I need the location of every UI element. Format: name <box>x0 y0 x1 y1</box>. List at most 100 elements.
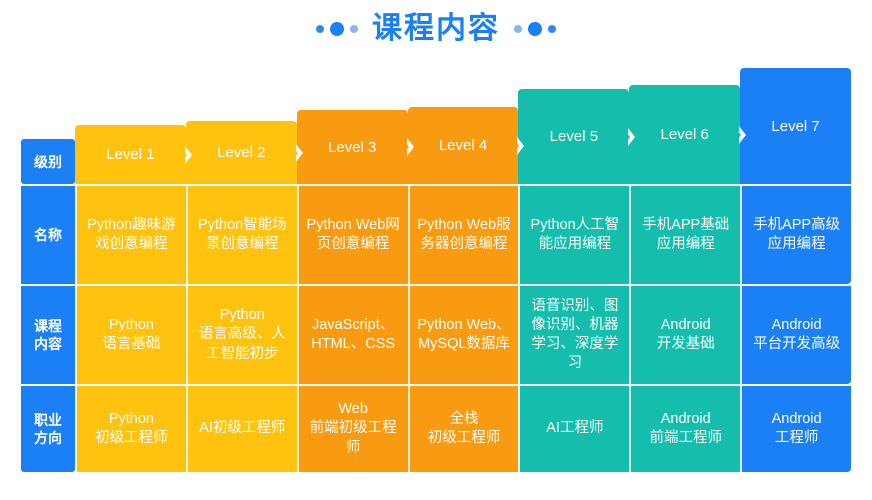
cell-text: AI工程师 <box>546 419 603 438</box>
cell-text: Python人工智能应用编程 <box>525 216 624 254</box>
level-header-6[interactable]: Level 6 <box>629 85 747 184</box>
cell-line: Python Web网页创意编程 <box>306 216 400 252</box>
row-label-content-text: 课程 内容 <box>34 317 62 352</box>
level-header-7[interactable]: Level 7 <box>740 68 852 184</box>
chevron-right-icon <box>406 138 414 156</box>
cell-text: Python趣味游戏创意编程 <box>82 216 181 254</box>
cell-name-6: 手机APP基础应用编程 <box>629 184 741 284</box>
chevron-right-icon <box>628 127 636 146</box>
cell-line: 前端初级工程师 <box>309 420 397 456</box>
chevron-right-icon <box>179 145 187 164</box>
cell-text: Python 语言高级、人工智能初步 <box>193 306 292 363</box>
cell-text: Python 初级工程师 <box>95 410 168 448</box>
chevron-right-icon <box>517 136 525 155</box>
cell-line: 平台开发高级 <box>753 336 841 352</box>
page-title-bar: 课程内容 <box>0 14 872 44</box>
cell-line: 工程师 <box>774 430 819 446</box>
row-label-career-text: 职业 方向 <box>34 411 62 446</box>
cell-name-5: Python人工智能应用编程 <box>518 184 630 284</box>
cell-text: Python 语言基础 <box>102 316 160 354</box>
level-label: Level 4 <box>438 137 488 154</box>
cell-content-1: Python 语言基础 <box>75 284 186 384</box>
level-column-2[interactable]: Level 2 Python智能场景创意编程 Python 语言高级、人工智能初步 AI… <box>185 68 303 472</box>
cell-career-5: AI工程师 <box>518 384 630 472</box>
chevron-right-icon <box>401 138 409 156</box>
row-label-name: 名称 <box>21 184 75 284</box>
cell-line: 语言基础 <box>102 336 161 352</box>
level-header-2[interactable]: Level 2 <box>185 121 303 184</box>
level-column-5[interactable]: Level 5 Python人工智能应用编程语音识别、图像识别、机器学习、深度学习… <box>518 68 636 472</box>
cell-line: Android <box>660 410 711 427</box>
cell-name-4: Python Web服务器创意编程 <box>407 184 519 284</box>
cell-name-7: 手机APP高级应用编程 <box>740 184 852 284</box>
cell-content-7: Android 平台开发高级 <box>740 284 852 384</box>
curriculum-table: 级别 名称 课程 内容 职业 方向 Level 1 Python趣味游戏创意编程 P… <box>21 68 852 472</box>
cell-line: AI初级工程师 <box>199 420 286 437</box>
page-title: 课程内容 <box>372 12 500 45</box>
dot-icon <box>528 22 542 36</box>
cell-text: Android 工程师 <box>772 410 822 448</box>
chevron-right-icon <box>290 143 298 162</box>
cell-name-2: Python智能场景创意编程 <box>185 184 297 284</box>
cell-content-4: Python Web、MySQL数据库 <box>407 284 519 384</box>
chevron-right-icon <box>184 145 192 164</box>
level-label: Level 5 <box>549 128 599 145</box>
cell-line: Python <box>219 307 265 324</box>
cell-career-2: AI初级工程师 <box>185 384 297 472</box>
cell-text: AI初级工程师 <box>199 419 285 438</box>
cell-line: 初级工程师 <box>427 430 501 446</box>
cell-line: Android <box>771 316 822 333</box>
chevron-right-icon <box>623 127 631 146</box>
chevron-right-icon <box>739 125 747 144</box>
cell-line: Python人工智能应用编程 <box>530 216 620 252</box>
level-header-5[interactable]: Level 5 <box>518 89 636 184</box>
cell-text: Python Web网页创意编程 <box>304 216 403 254</box>
chevron-right-icon <box>512 136 520 155</box>
cell-line: AI工程师 <box>546 420 604 437</box>
cell-line: 初级工程师 <box>95 430 168 446</box>
cell-text: 手机APP基础应用编程 <box>636 216 735 254</box>
cell-line: Python <box>108 316 154 333</box>
cell-line: 手机APP基础应用编程 <box>642 216 730 252</box>
cell-line: Python <box>108 410 154 427</box>
cell-content-3: JavaScript、HTML、CSS <box>296 284 408 384</box>
level-column-4[interactable]: Level 4 Python Web服务器创意编程 Python Web、MySQL… <box>407 68 525 472</box>
row-label-level: 级别 <box>21 139 75 184</box>
decorative-dots-right <box>514 22 556 36</box>
cell-career-7: Android 工程师 <box>740 384 852 472</box>
level-label: Level 1 <box>106 146 155 163</box>
decorative-dots-left <box>316 22 358 36</box>
cell-line: 手机APP高级应用编程 <box>753 216 841 252</box>
level-header-1[interactable]: Level 1 <box>75 125 192 184</box>
cell-line: 开发基础 <box>656 336 715 352</box>
cell-career-1: Python 初级工程师 <box>75 384 186 472</box>
dot-icon <box>316 25 324 33</box>
cell-line: 语言高级、人工智能初步 <box>198 326 286 362</box>
cell-text: 全栈初级工程师 <box>428 410 501 448</box>
level-column-7[interactable]: Level 7 手机APP高级应用编程 Android 平台开发高级 Android 工程… <box>740 68 852 472</box>
row-label-column: 级别 名称 课程 内容 职业 方向 <box>21 68 75 472</box>
chevron-right-icon <box>295 143 303 162</box>
level-header-4[interactable]: Level 4 <box>407 107 525 184</box>
cell-text: Python智能场景创意编程 <box>193 216 292 254</box>
cell-line: Python趣味游戏创意编程 <box>87 216 176 252</box>
level-header-3[interactable]: Level 3 <box>296 110 414 184</box>
cell-line: Python智能场景创意编程 <box>197 216 287 252</box>
chevron-right-icon <box>734 125 742 144</box>
cell-line: Python Web服务器创意编程 <box>417 216 511 252</box>
cell-line: 语音识别、图像识别、机器学习、深度学习 <box>531 297 619 372</box>
cell-text: Android 平台开发高级 <box>753 316 840 354</box>
level-label: Level 7 <box>771 117 820 135</box>
level-column-1[interactable]: Level 1 Python趣味游戏创意编程 Python 语言基础 Python 初级工… <box>75 68 192 472</box>
level-label: Level 3 <box>327 138 377 156</box>
cell-name-1: Python趣味游戏创意编程 <box>75 184 186 284</box>
cell-line: Android <box>771 410 822 427</box>
level-column-3[interactable]: Level 3 Python Web网页创意编程 JavaScript、HTML、C… <box>296 68 414 472</box>
level-label: Level 6 <box>660 126 709 143</box>
